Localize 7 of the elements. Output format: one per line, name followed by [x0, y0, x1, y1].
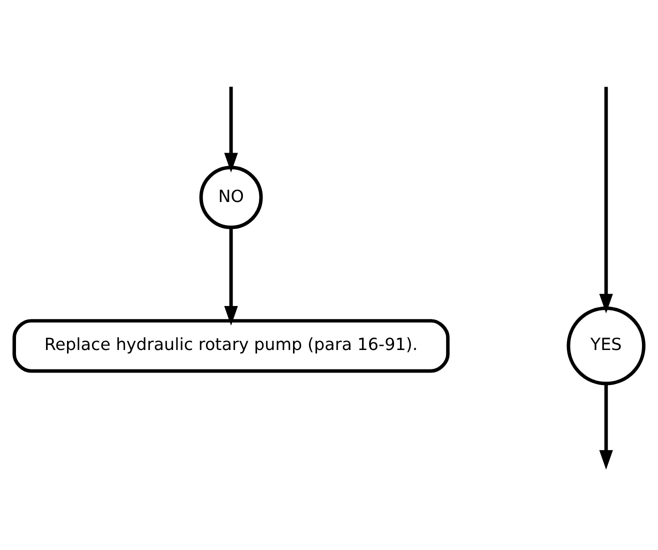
arrow	[224, 226, 238, 326]
node-circle: YES	[566, 306, 646, 385]
node-circle: NO	[199, 165, 263, 229]
arrow	[224, 86, 238, 172]
arrow	[599, 86, 613, 313]
node-box: Replace hydraulic rotary pump (para 16-91).	[12, 318, 450, 372]
arrow	[599, 383, 613, 470]
